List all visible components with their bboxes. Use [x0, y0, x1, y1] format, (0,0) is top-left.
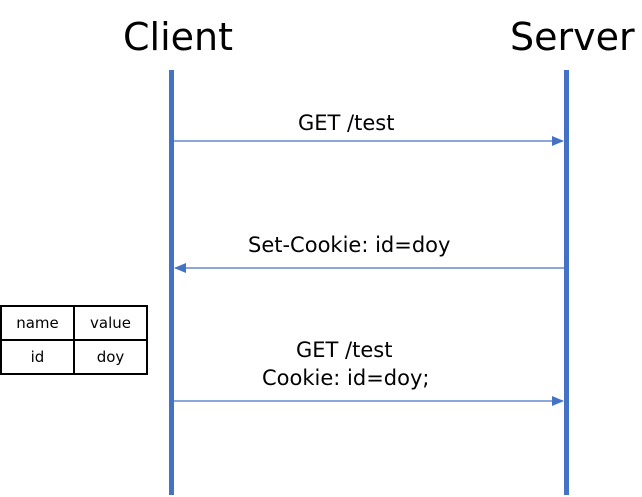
message-label-cookie-header: Cookie: id=doy;	[262, 366, 430, 390]
cookie-store-table: name value id doy	[0, 305, 148, 375]
header-name: name	[0, 305, 75, 341]
table-header-row: name value	[0, 305, 148, 341]
message-label-set-cookie: Set-Cookie: id=doy	[248, 233, 451, 257]
server-lifeline	[564, 70, 569, 495]
cell-value: doy	[73, 339, 148, 375]
header-value: value	[73, 305, 148, 341]
client-lifeline	[169, 70, 174, 495]
server-title: Server	[510, 15, 635, 59]
message-label-get-test: GET /test	[298, 111, 395, 135]
cell-name: id	[0, 339, 75, 375]
message-label-get-test-with-cookie: GET /test	[296, 338, 393, 362]
client-title: Client	[123, 15, 234, 59]
table-row: id doy	[0, 339, 148, 375]
